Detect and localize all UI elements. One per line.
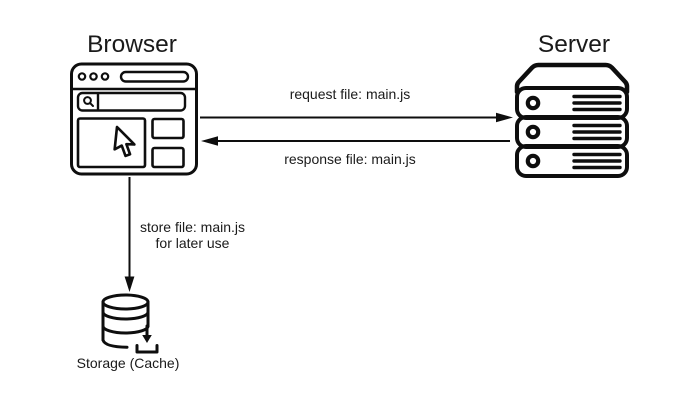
storage-label: Storage (Cache): [76, 355, 180, 371]
request-arrow-label: request file: main.js: [289, 86, 411, 102]
store-arrow: [124, 177, 135, 292]
server-led-icon: [525, 124, 541, 140]
cursor-icon: [113, 125, 136, 158]
store-arrow-label: store file: main.js for later use: [122, 219, 263, 251]
server-led-icon: [525, 95, 541, 111]
address-pill: [119, 70, 190, 83]
store-arrow-label-line2: for later use: [155, 234, 230, 251]
store-arrowhead-icon: [124, 276, 135, 292]
download-icon: [135, 324, 159, 354]
request-arrowhead-icon: [496, 112, 513, 123]
window-dot-icon: [77, 72, 87, 81]
database-cache-icon: [101, 293, 159, 354]
response-arrow-label: response file: main.js: [284, 151, 416, 167]
sidebar-tile: [151, 117, 185, 140]
sidebar-tile: [151, 146, 185, 169]
server-title: Server: [537, 31, 611, 58]
response-arrow: [201, 136, 510, 146]
server-led-icon: [525, 153, 541, 169]
window-dot-icon: [100, 72, 110, 81]
search-icon: [83, 96, 94, 107]
browser-window-icon: [70, 62, 198, 176]
server-stack-icon: [514, 62, 630, 178]
request-arrow: [200, 112, 513, 123]
window-dot-icon: [89, 72, 98, 81]
download-tray: [135, 344, 159, 354]
browser-title: Browser: [87, 31, 177, 58]
response-arrowhead-icon: [201, 136, 218, 146]
server-lid: [514, 62, 630, 95]
search-bar: [76, 91, 187, 112]
server-unit: [515, 144, 629, 178]
store-arrow-label-line1: store file: main.js: [139, 219, 246, 235]
database-icon: [101, 293, 150, 349]
browser-frame: [70, 62, 198, 176]
server-vent-bars: [572, 94, 622, 170]
content-area: [76, 117, 147, 169]
